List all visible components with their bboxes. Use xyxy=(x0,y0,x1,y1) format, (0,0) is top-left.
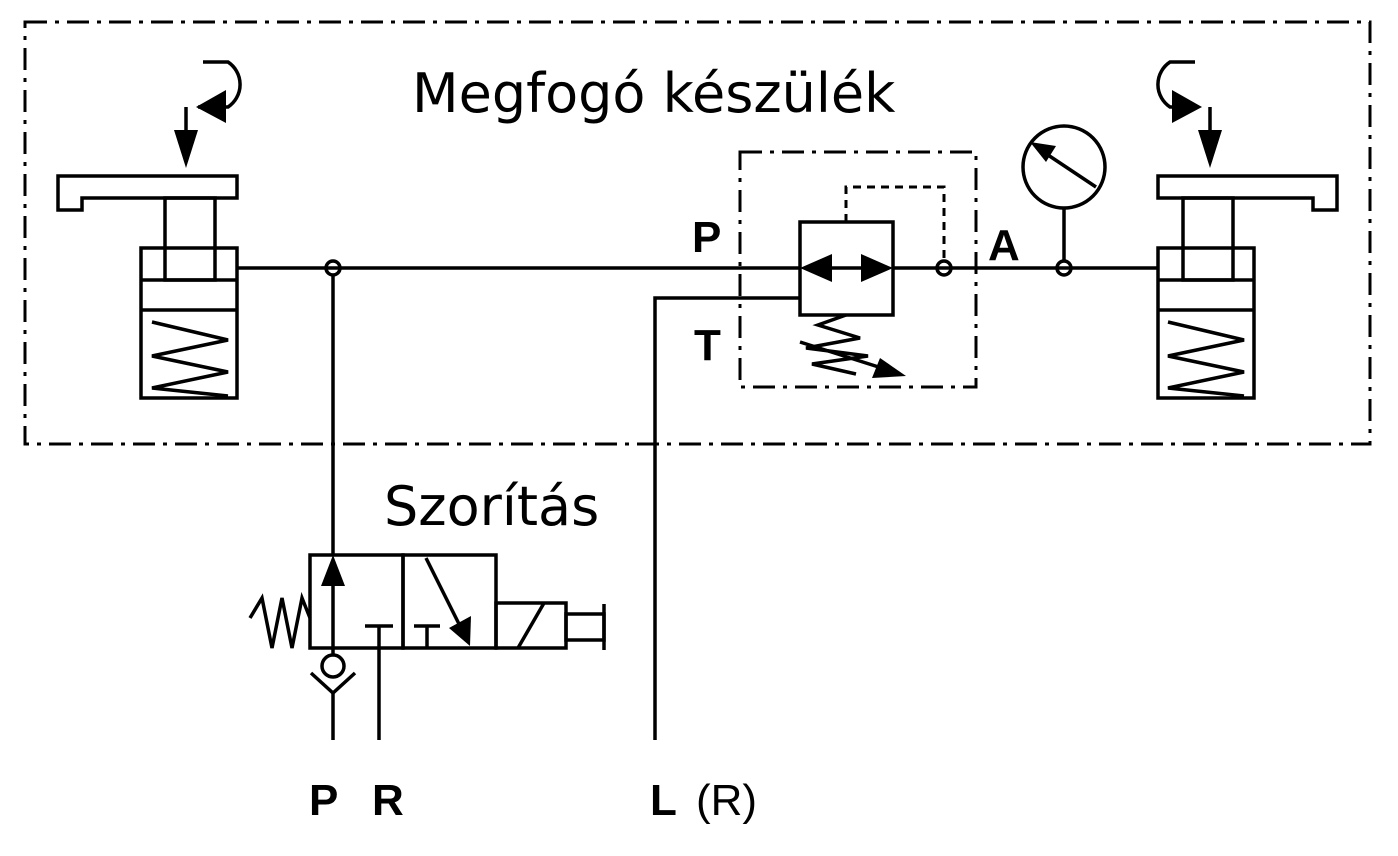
left-rotation-arrow-icon xyxy=(198,60,242,109)
right-rotation-arrow-icon xyxy=(1156,60,1198,109)
pilot-line xyxy=(844,185,946,261)
manual-override xyxy=(564,612,606,642)
left-cylinder-body xyxy=(139,246,239,400)
bottom-port-r-label: R xyxy=(372,776,404,825)
valve-diagonal-arrow-icon xyxy=(449,616,471,646)
bottom-port-p-label: P xyxy=(309,776,338,825)
left-spring-icon xyxy=(151,320,229,398)
port-p-label: P xyxy=(692,213,721,262)
right-clamp-arm xyxy=(1156,174,1339,212)
return-spring-icon xyxy=(248,591,312,649)
right-spring-icon xyxy=(1167,320,1245,398)
port-t-label: T xyxy=(694,321,721,370)
pressure-gauge-icon xyxy=(1021,124,1107,261)
right-rotation-arrow-head-icon xyxy=(1172,90,1202,123)
flow-arrow-left-icon xyxy=(800,254,832,282)
bottom-port-l-label: L xyxy=(650,776,677,825)
check-valve-icon xyxy=(309,653,357,696)
right-cylinder-body xyxy=(1156,246,1256,400)
valve-up-arrow-icon xyxy=(321,555,345,586)
bottom-port-l-note: (R) xyxy=(696,776,757,825)
gripper-device-boundary xyxy=(23,20,1372,446)
gripper-device-title: Megfogó készülék xyxy=(412,62,896,125)
right-clamp-cylinder xyxy=(1156,60,1339,400)
left-clamp-cylinder xyxy=(56,60,242,400)
left-rotation-arrow-head-icon xyxy=(196,90,226,123)
directional-valve-label: Szorítás xyxy=(384,475,599,538)
right-down-arrow-icon xyxy=(1198,130,1222,168)
port-a-label: A xyxy=(988,221,1020,270)
pressure-valve-boundary xyxy=(738,150,978,389)
adjustable-spring-icon xyxy=(805,313,869,376)
adjust-arrow-icon xyxy=(872,358,906,378)
left-clamp-arm xyxy=(56,174,239,212)
flow-arrow-right-icon xyxy=(861,254,893,282)
left-down-arrow-icon xyxy=(174,130,198,168)
directional-control-valve xyxy=(248,553,606,650)
junction-pilot xyxy=(935,259,953,277)
valve-body xyxy=(798,220,895,317)
leakage-line xyxy=(653,296,800,740)
pressure-reducing-valve xyxy=(738,150,978,389)
